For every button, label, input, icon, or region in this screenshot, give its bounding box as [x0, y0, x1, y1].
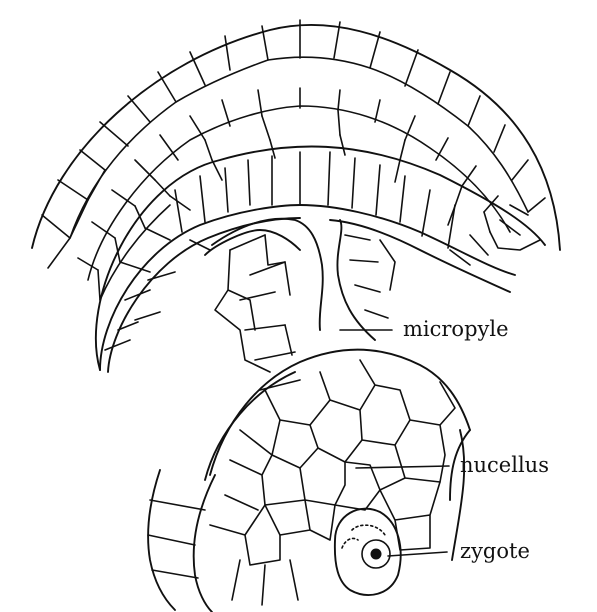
- micropyle-label: micropyle: [403, 317, 509, 341]
- zygote-label: zygote: [460, 539, 530, 563]
- zygote-cell: [335, 509, 401, 595]
- zygote-leader-line: [388, 552, 447, 556]
- lower-integument: [148, 430, 464, 612]
- micropyle-canal: [205, 219, 395, 390]
- nucellus-tissue: [205, 350, 470, 565]
- nucellus-label: nucellus: [460, 453, 549, 477]
- zygote-nucleus: [371, 549, 382, 560]
